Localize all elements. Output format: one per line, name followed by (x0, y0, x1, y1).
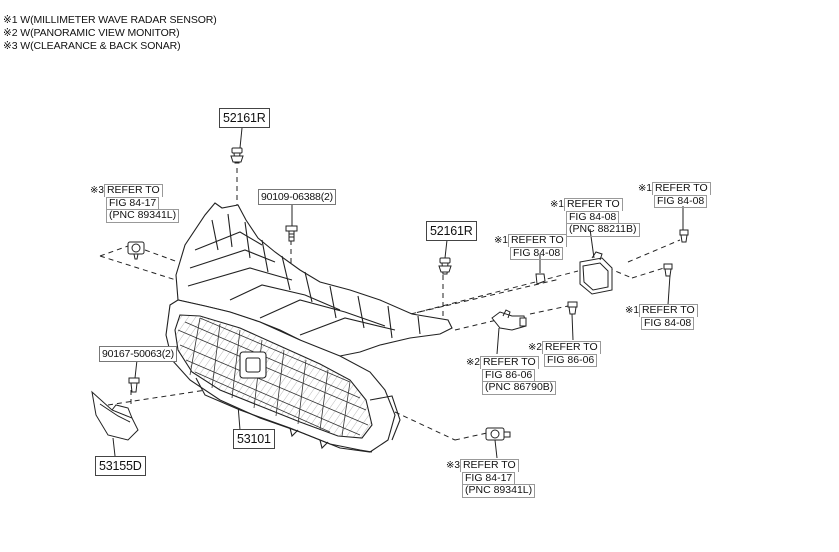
radar-sensor (579, 251, 613, 295)
ref-camera-b-line2: FIG 86-06 (482, 368, 536, 381)
bolt-90167 (128, 377, 140, 393)
radar-nut (535, 273, 546, 285)
radar-bolt-upper (679, 229, 689, 243)
ref-sonar-left-line2: FIG 84-17 (106, 196, 160, 209)
part-52161r-top[interactable]: 52161R (219, 108, 270, 128)
ref-camera-b-line1: REFER TO (479, 356, 539, 369)
ref-radar-d-line1: REFER TO (638, 304, 698, 317)
ref-radar-c-line2: FIG 84-08 (654, 194, 708, 208)
ref-sonar-left-line3: (PNC 89341L) (106, 209, 180, 223)
ref-radar-b-line3: (PNC 88211B) (566, 223, 640, 237)
ref-radar-a-line1: REFER TO (507, 234, 567, 247)
grille-53101 (165, 202, 453, 453)
ref-camera-a-line2: FIG 86-06 (544, 353, 598, 367)
part-52161r-mid[interactable]: 52161R (426, 221, 477, 241)
ref-camera-a-mark: ※2 (528, 342, 542, 353)
ref-camera-b-line3: (PNC 86790B) (482, 381, 557, 395)
ref-radar-a-mark: ※1 (494, 235, 508, 246)
ref-sonar-bottom-line2: FIG 84-17 (462, 471, 516, 484)
side-cover-53155d (91, 390, 139, 441)
ref-sonar-bottom-mark: ※3 (446, 460, 460, 471)
ref-radar-d-mark: ※1 (625, 305, 639, 316)
ref-radar-c-line1: REFER TO (651, 182, 711, 195)
ref-camera-a-line1: REFER TO (541, 341, 601, 354)
radar-bolt-lower (663, 263, 673, 277)
ref-radar-b-line2: FIG 84-08 (566, 210, 620, 223)
sonar-sensor-left (127, 241, 145, 260)
bolt-90109 (285, 225, 298, 242)
ref-radar-a-line2: FIG 84-08 (510, 246, 564, 260)
ref-sonar-bottom-line3: (PNC 89341L) (462, 484, 536, 498)
ref-camera-b-mark: ※2 (466, 357, 480, 368)
ref-sonar-left-mark: ※3 (90, 185, 104, 196)
note-sonar: ※3 W(CLEARANCE & BACK SONAR) (3, 40, 181, 52)
ref-sonar-bottom-line1: REFER TO (459, 459, 519, 472)
note-monitor: ※2 W(PANORAMIC VIEW MONITOR) (3, 27, 180, 39)
part-53155d[interactable]: 53155D (95, 456, 146, 476)
camera-bracket (491, 309, 527, 331)
clip-52161r-mid (438, 257, 452, 275)
part-90167-50063[interactable]: 90167-50063(2) (99, 346, 177, 362)
note-radar: ※1 W(MILLIMETER WAVE RADAR SENSOR) (3, 14, 217, 26)
camera-bolt (567, 301, 578, 315)
ref-radar-b-line1: REFER TO (563, 198, 623, 211)
ref-radar-b-mark: ※1 (550, 199, 564, 210)
part-90109-06388[interactable]: 90109-06388(2) (258, 189, 336, 205)
part-53101[interactable]: 53101 (233, 429, 275, 449)
solid-leaders (112, 127, 684, 459)
ref-radar-c-mark: ※1 (638, 183, 652, 194)
ref-sonar-left-line1: REFER TO (103, 184, 163, 197)
clip-52161r-top (230, 147, 244, 164)
sonar-sensor-bottom (485, 427, 511, 441)
ref-radar-d-line2: FIG 84-08 (641, 316, 695, 330)
